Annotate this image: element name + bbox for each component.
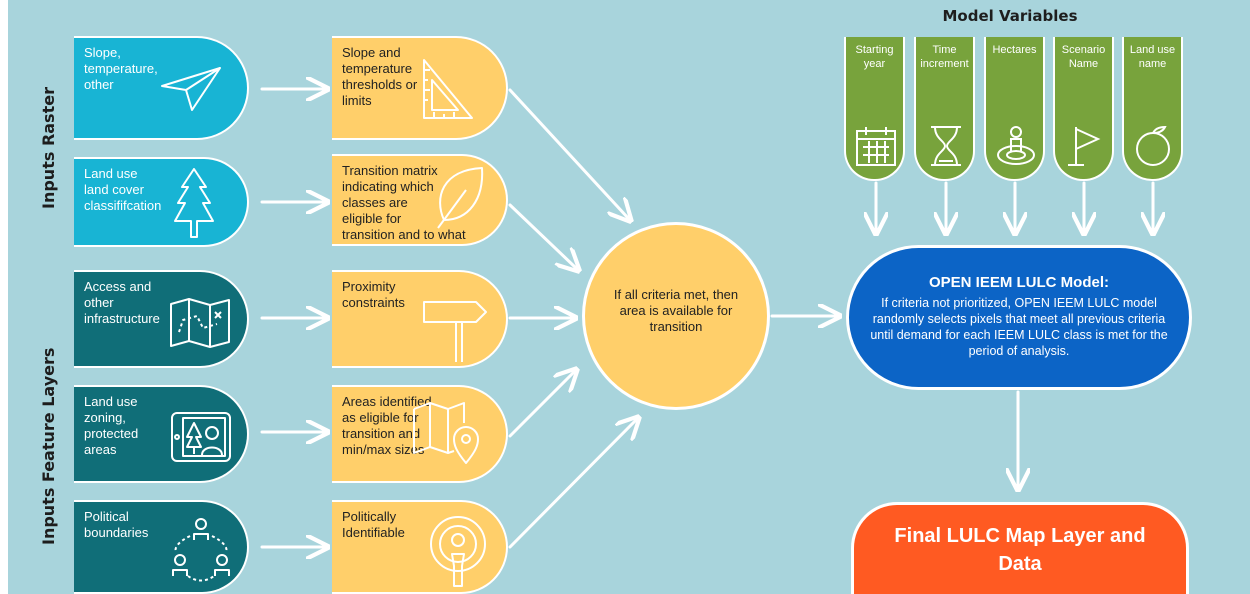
variable-label: Starting year (855, 44, 894, 70)
arrow-matrix-to-circle (508, 203, 576, 268)
person-radar-icon (430, 516, 486, 587)
signpost-icon (423, 301, 487, 362)
arrow-areas-to-circle (508, 372, 574, 438)
arrow-thresholds-to-circle (508, 88, 628, 218)
set-square-icon (423, 59, 473, 119)
map-pin-icon (413, 402, 479, 464)
people-network-icon (172, 518, 230, 582)
variable-label: Time increment (920, 44, 969, 70)
model-variables-title: Model Variables (942, 7, 1078, 25)
input-box-slope: Slope,temperature,other (74, 36, 249, 140)
variable-label: Land use name (1129, 44, 1176, 70)
arrow-identifiable-to-circle (508, 420, 636, 549)
calendar-icon (856, 127, 896, 166)
fruit-icon (1136, 125, 1170, 166)
variable-land-use-name: Land use name (1122, 37, 1183, 181)
variable-label: Hectares (992, 44, 1037, 56)
paper-plane-icon (161, 67, 221, 111)
variable-time-increment: Time increment (914, 37, 975, 181)
map-icon (170, 298, 230, 348)
variable-hectares: Hectares (984, 37, 1045, 181)
variable-label: Scenario Name (1061, 44, 1106, 70)
tablet-tree-icon (171, 412, 231, 462)
leaf-icon (437, 167, 484, 229)
hourglass-icon (931, 126, 961, 166)
open-ieem-model-box: OPEN IEEM LULC Model: If criteria not pr… (846, 245, 1192, 390)
flag-icon (1068, 127, 1101, 166)
model-title: OPEN IEEM LULC Model: (929, 274, 1109, 291)
input-label: Slope,temperature,other (84, 45, 158, 92)
person-on-area-icon (997, 126, 1035, 165)
pine-tree-icon (174, 168, 214, 238)
variable-scenario-name: Scenario Name (1053, 37, 1114, 181)
model-description: If criteria not prioritized, OPEN IEEM L… (870, 296, 1168, 358)
variable-starting-year: Starting year (844, 37, 905, 181)
